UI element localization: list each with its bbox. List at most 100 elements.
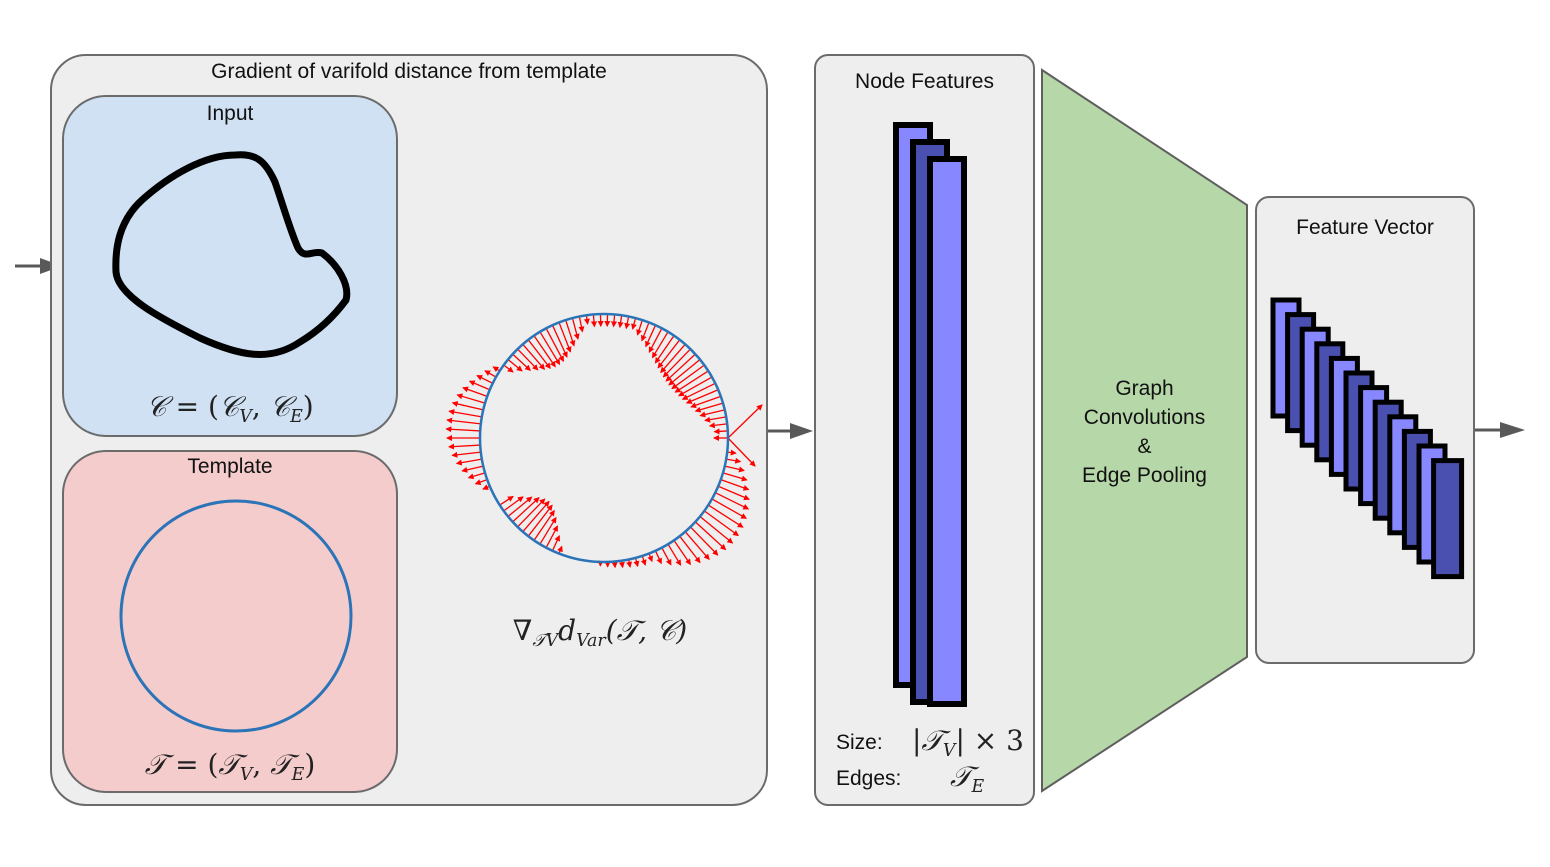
gradient-formula-args: (𝒯, 𝒞): [605, 614, 688, 647]
gradient-arrow: [727, 449, 737, 456]
gradient-arrow: [590, 314, 597, 328]
gradient-arrow: [681, 382, 716, 400]
gradient-arrow: [467, 472, 486, 480]
gradient-arrow: [671, 364, 705, 390]
gradient-arrow: [461, 465, 484, 473]
gradient-arrow: [448, 443, 481, 450]
gradient-arrow: [626, 559, 633, 568]
gradient-to-node-arrow: [768, 423, 813, 439]
gradient-arrow: [657, 339, 681, 369]
gradient-arrow: [499, 495, 514, 506]
input-box-title: Input: [206, 102, 254, 125]
gradient-arrow: [611, 314, 618, 328]
input-formula-close: ): [302, 390, 314, 423]
gradient-panel-title: Gradient of varifold distance from templ…: [211, 60, 607, 83]
gradient-arrow: [522, 343, 546, 370]
gradient-arrow: [476, 375, 494, 384]
input-formula-v-sub: V: [239, 407, 252, 428]
template-formula-e-sub: E: [291, 765, 305, 786]
gradient-arrow: [713, 428, 728, 435]
template-box: [62, 450, 398, 793]
gradient-arrow: [448, 409, 482, 418]
gradient-arrow: [654, 335, 675, 364]
input-formula-e-sub: E: [290, 407, 303, 428]
gradient-arrow: [724, 465, 745, 473]
gradient-arrow: [678, 376, 713, 397]
gradient-arrow: [527, 504, 553, 537]
gradient-arrow: [507, 359, 523, 372]
gradient-arrow: [446, 417, 481, 425]
size-value-rest: | × 3: [955, 724, 1024, 757]
template-box-title: Template: [187, 455, 273, 478]
gradient-arrow: [539, 516, 557, 545]
gradient-arrow: [714, 492, 750, 510]
template-formula-open: (: [207, 748, 219, 781]
gradient-formula-nabla-sub: 𝒯V: [532, 631, 559, 652]
gradient-arrow: [704, 416, 727, 423]
gradient-arrow: [722, 472, 748, 482]
gradient-arrow: [522, 500, 550, 533]
gradient-arrow: [445, 426, 481, 433]
gradient-arrow: [662, 348, 691, 378]
gradient-formula-d-sub: Var: [576, 631, 606, 652]
feature-vector-title: Feature Vector: [1296, 216, 1434, 239]
edges-value-sub: E: [971, 777, 985, 798]
input-formula-open: (: [207, 390, 219, 423]
gradient-arrow: [679, 535, 701, 564]
template-formula: 𝒯 = (𝒯V, 𝒯E): [62, 748, 398, 785]
edges-value-base: 𝒯: [950, 760, 972, 793]
gradient-arrow: [512, 497, 540, 523]
gradient-template-circle: [478, 312, 730, 564]
gradient-formula-nabla: ∇: [512, 614, 533, 647]
gradient-arrow: [727, 404, 763, 439]
gradient-arrow: [684, 531, 710, 561]
gradient-arrow: [451, 451, 481, 458]
template-formula-v-sub: V: [239, 765, 253, 786]
gradient-arrow: [668, 359, 701, 386]
gradient-arrow: [640, 555, 647, 566]
input-curve: [112, 151, 351, 358]
graph-block-line-1: Graph: [1115, 377, 1174, 400]
size-label: Size:: [836, 731, 883, 754]
gradient-arrow: [690, 395, 722, 409]
gradient-arrow: [545, 328, 565, 362]
gradient-arrow: [654, 550, 662, 565]
graph-block-label: Graph Convolutions & Edge Pooling: [1042, 374, 1247, 490]
input-formula-eq: =: [175, 390, 200, 423]
gradient-arrow: [512, 353, 531, 371]
edges-label: Edges:: [836, 767, 902, 790]
gradient-arrow: [578, 316, 585, 333]
gradient-arrow: [689, 526, 719, 556]
gradient-arrow: [674, 370, 709, 393]
input-formula-e: 𝒞: [269, 390, 291, 423]
gradient-arrow: [707, 504, 744, 528]
gradient-arrow: [624, 316, 631, 330]
feature-vector-layer: [1431, 458, 1465, 580]
gradient-arrow: [703, 510, 740, 537]
gradient-arrow: [527, 339, 551, 370]
input-formula: 𝒞 = (𝒞V, 𝒞E): [62, 390, 398, 427]
gradient-arrow: [661, 547, 672, 566]
gradient-arrow: [699, 515, 734, 544]
gradient-arrow: [456, 393, 486, 404]
gradient-arrow: [667, 543, 682, 566]
gradient-arrow: [551, 535, 560, 552]
gradient-arrow: [503, 496, 524, 512]
output-flow-arrow: [1475, 422, 1525, 438]
node-feature-layer-3: [927, 156, 967, 707]
gradient-arrow: [517, 348, 539, 371]
gradient-arrow: [708, 422, 728, 429]
graph-block-line-3: &: [1137, 435, 1152, 458]
gradient-arrow: [468, 380, 491, 391]
graph-convolution-block: [1041, 68, 1248, 793]
gradient-arrow: [571, 317, 580, 340]
gradient-formula-d: d: [558, 614, 577, 647]
gradient-arrow: [665, 353, 696, 382]
gradient-arrow: [694, 521, 727, 551]
gradient-arrow: [726, 457, 742, 464]
gradient-arrow: [551, 324, 568, 358]
gradient-arrow: [484, 370, 497, 378]
